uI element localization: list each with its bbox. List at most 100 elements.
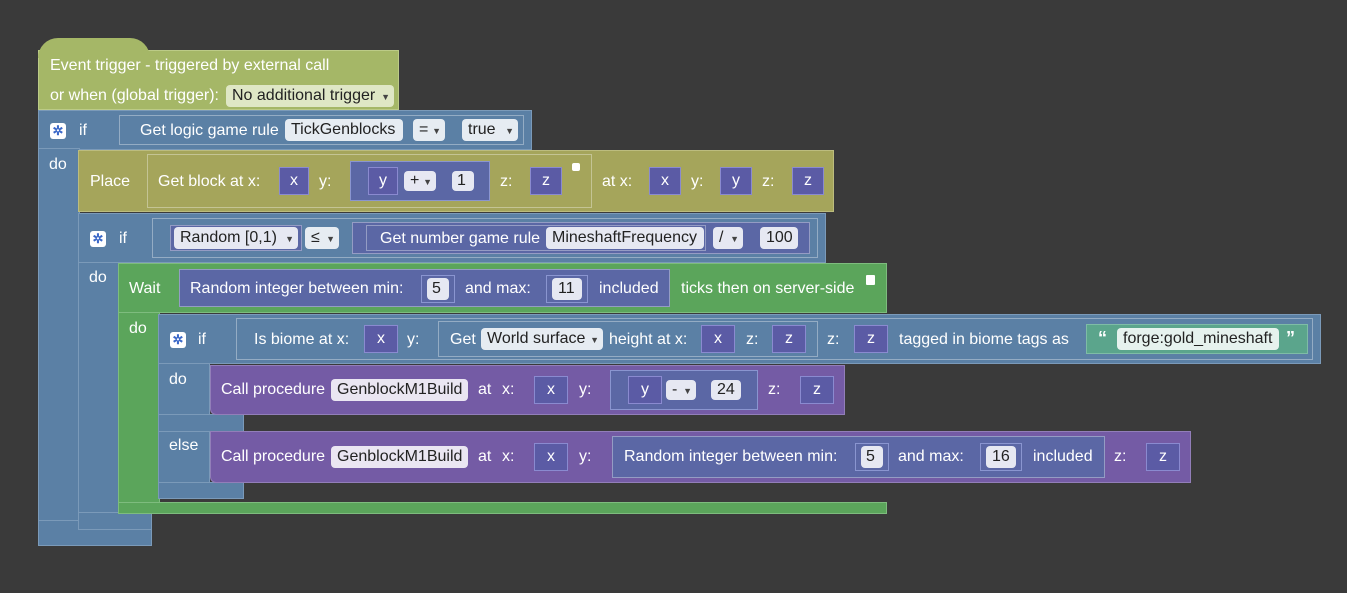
number-rule-dropdown[interactable]: MineshaftFrequency bbox=[546, 227, 704, 249]
var-call2-x[interactable]: x bbox=[534, 443, 568, 471]
biome-y-label: y: bbox=[407, 331, 420, 348]
var-x[interactable]: x bbox=[279, 167, 309, 195]
if-block-second-foot bbox=[78, 512, 152, 530]
min-number-value: 5 bbox=[432, 280, 441, 297]
event-hat-cap bbox=[38, 38, 150, 58]
and-max-label-2: and max: bbox=[898, 448, 964, 465]
document-icon bbox=[866, 275, 875, 285]
boolean-dropdown[interactable]: true ▼ bbox=[462, 119, 518, 141]
var-call2-x-value: x bbox=[547, 448, 555, 465]
number-1-value: 1 bbox=[457, 172, 466, 189]
z-label: z: bbox=[500, 173, 513, 190]
number-100-value: 100 bbox=[766, 229, 793, 246]
procedure-dropdown-1[interactable]: GenblockM1Build bbox=[331, 379, 468, 401]
is-biome-label: Is biome at x: bbox=[254, 331, 350, 348]
var-call2-z-value: z bbox=[1159, 448, 1167, 465]
var-biome-x[interactable]: x bbox=[364, 325, 398, 353]
wait-block-spine bbox=[118, 312, 160, 514]
chevron-down-icon: ▼ bbox=[505, 126, 514, 136]
global-trigger-dropdown[interactable]: No additional trigger ▼ bbox=[226, 85, 394, 107]
var-biome-x-value: x bbox=[377, 330, 385, 347]
var-ay[interactable]: y bbox=[720, 167, 752, 195]
math-operator-dropdown[interactable]: + ▼ bbox=[404, 171, 436, 191]
var-ax[interactable]: x bbox=[649, 167, 681, 195]
gear-icon[interactable]: ✲ bbox=[50, 123, 66, 139]
event-trigger-block[interactable] bbox=[38, 50, 399, 110]
var-z[interactable]: z bbox=[530, 167, 562, 195]
place-label: Place bbox=[90, 173, 131, 190]
gear-icon[interactable]: ✲ bbox=[90, 231, 106, 247]
if-block-second-spine bbox=[78, 262, 120, 530]
var-y[interactable]: y bbox=[368, 167, 398, 195]
else-label: else bbox=[169, 437, 199, 454]
call2-x-label: x: bbox=[502, 448, 515, 465]
var-x-value: x bbox=[290, 172, 298, 189]
random-int-label: Random integer between min: bbox=[190, 280, 404, 297]
chevron-down-icon: ▼ bbox=[730, 234, 739, 244]
number-100-field[interactable]: 100 bbox=[760, 227, 798, 249]
chevron-down-icon: ▼ bbox=[590, 335, 599, 345]
min-number-field-2[interactable]: 5 bbox=[861, 446, 883, 468]
max-number-field-2[interactable]: 16 bbox=[986, 446, 1016, 468]
var-az[interactable]: z bbox=[792, 167, 824, 195]
number-24-field[interactable]: 24 bbox=[711, 380, 741, 400]
div-operator-dropdown[interactable]: / ▼ bbox=[713, 227, 743, 249]
var-height-x-value: x bbox=[714, 330, 722, 347]
tag-text-field[interactable]: forge:gold_mineshaft bbox=[1117, 328, 1279, 350]
if-label-2: if bbox=[119, 230, 127, 247]
var-call2-z[interactable]: z bbox=[1146, 443, 1180, 471]
boolean-value: true bbox=[468, 121, 496, 138]
get-label: Get bbox=[450, 331, 476, 348]
if-block-outer-spine bbox=[38, 148, 80, 545]
chevron-down-icon: ▼ bbox=[381, 92, 390, 102]
var-biome-z-value: z bbox=[867, 330, 875, 347]
var-call1-y[interactable]: y bbox=[628, 376, 662, 404]
var-biome-z[interactable]: z bbox=[854, 325, 888, 353]
event-global-trigger-label: or when (global trigger): bbox=[50, 87, 219, 104]
var-y-value: y bbox=[379, 172, 387, 189]
var-z-value: z bbox=[542, 172, 550, 189]
chevron-down-icon: ▼ bbox=[432, 126, 441, 136]
random-dropdown[interactable]: Random [0,1) ▼ bbox=[174, 227, 298, 249]
height-at-label: height at x: bbox=[609, 331, 688, 348]
div-operator-value: / bbox=[719, 229, 724, 246]
le-operator-value: ≤ bbox=[311, 229, 320, 246]
var-call1-x[interactable]: x bbox=[534, 376, 568, 404]
max-number-value-2: 16 bbox=[992, 448, 1010, 465]
math-operator-value: + bbox=[410, 172, 420, 189]
chevron-down-icon: ▼ bbox=[423, 177, 432, 187]
chevron-down-icon: ▼ bbox=[326, 234, 335, 244]
gear-icon[interactable]: ✲ bbox=[170, 332, 186, 348]
var-height-x[interactable]: x bbox=[701, 325, 735, 353]
procedure-value-2: GenblockM1Build bbox=[337, 448, 463, 465]
included-label: included bbox=[599, 280, 659, 297]
call1-y-label: y: bbox=[579, 381, 592, 398]
get-logic-rule-label: Get logic game rule bbox=[140, 122, 279, 139]
get-block-label: Get block at x: bbox=[158, 173, 261, 190]
var-height-z[interactable]: z bbox=[772, 325, 806, 353]
max-number-field[interactable]: 11 bbox=[552, 278, 582, 300]
logic-rule-dropdown[interactable]: TickGenblocks bbox=[285, 119, 403, 141]
at-label-2: at bbox=[478, 448, 492, 465]
at-label-1: at bbox=[478, 381, 492, 398]
var-az-value: z bbox=[804, 172, 812, 189]
le-operator-dropdown[interactable]: ≤ ▼ bbox=[305, 227, 339, 249]
wait-do-label: do bbox=[129, 320, 147, 337]
heightmap-dropdown[interactable]: World surface ▼ bbox=[481, 328, 603, 350]
ay-label: y: bbox=[691, 173, 704, 190]
call-label-1: Call procedure bbox=[221, 381, 326, 398]
tagged-label: tagged in biome tags as bbox=[899, 331, 1069, 348]
var-call1-z[interactable]: z bbox=[800, 376, 834, 404]
procedure-dropdown-2[interactable]: GenblockM1Build bbox=[331, 446, 468, 468]
event-title: Event trigger - triggered by external ca… bbox=[50, 57, 330, 74]
min-number-field[interactable]: 5 bbox=[427, 278, 449, 300]
minus-operator-value: - bbox=[672, 381, 678, 398]
minus-operator-dropdown[interactable]: - ▼ bbox=[666, 380, 696, 400]
number-1-field[interactable]: 1 bbox=[452, 171, 474, 191]
if-block-third-foot bbox=[158, 482, 244, 499]
max-number-value: 11 bbox=[558, 280, 575, 297]
az-label: z: bbox=[762, 173, 775, 190]
var-ay-value: y bbox=[732, 172, 740, 189]
procedure-value-1: GenblockM1Build bbox=[337, 381, 463, 398]
compare-operator-dropdown[interactable]: = ▼ bbox=[413, 119, 445, 141]
